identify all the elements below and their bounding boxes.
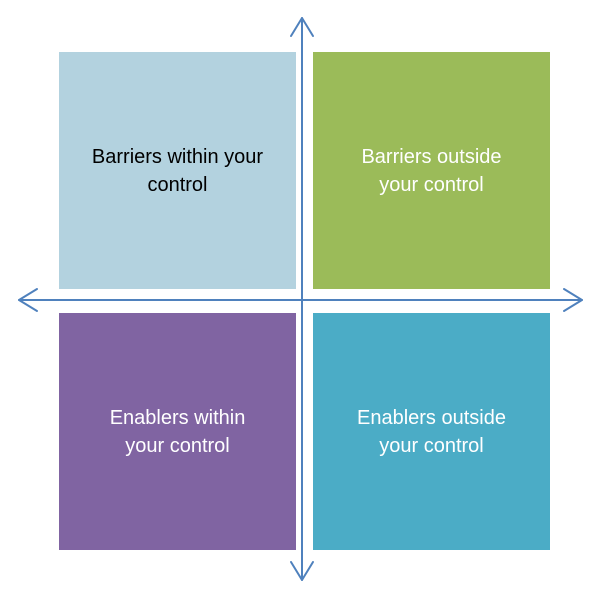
quadrant-enablers-outside-control: Enablers outside your control xyxy=(313,313,550,550)
arrow-left-icon xyxy=(18,288,38,312)
quadrant-label: Enablers outside your control xyxy=(357,406,506,457)
quadrant-enablers-within-control: Enablers within your control xyxy=(59,313,296,550)
arrow-down-icon xyxy=(290,561,314,581)
quadrant-label: Barriers outside your control xyxy=(361,145,502,196)
quadrant-label: Barriers within your control xyxy=(91,145,264,196)
arrow-right-icon xyxy=(563,288,583,312)
quadrant-barriers-within-control: Barriers within your control xyxy=(59,52,296,289)
quadrant-barriers-outside-control: Barriers outside your control xyxy=(313,52,550,289)
arrow-up-icon xyxy=(290,17,314,37)
quadrant-label: Enablers within your control xyxy=(109,406,246,457)
